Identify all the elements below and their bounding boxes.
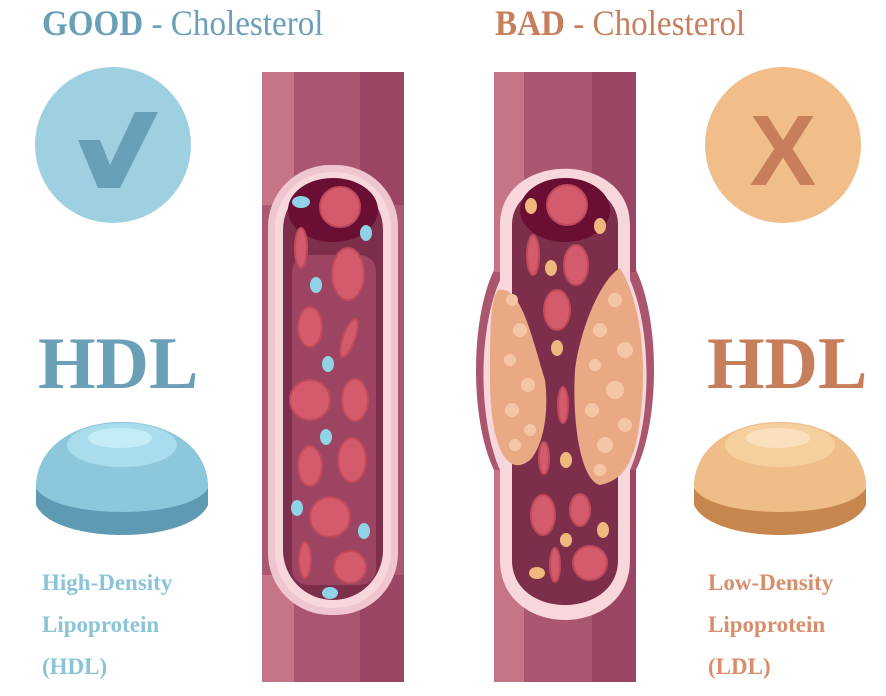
check-icon [78,112,158,188]
plaque-left [490,289,547,466]
desc-line: Lipoprotein [42,612,160,637]
desc-line: Lipoprotein [708,612,826,637]
bad-cholesterol-title: BAD - Cholesterol [495,2,745,44]
ldl-particle [694,422,866,535]
good-cholesterol-title: GOOD - Cholesterol [42,2,324,44]
desc-line: High-Density [42,570,173,595]
bad-label: BAD [495,3,565,43]
x-icon: X [750,95,817,207]
clogged-artery [476,72,654,682]
good-abbreviation: HDL [38,323,199,405]
ldl-description: Low-Density Lipoprotein (LDL) [708,562,833,688]
desc-line: Low-Density [708,570,834,595]
good-check-badge [35,67,191,223]
hdl-particle [36,422,208,535]
bad-title-rest: - Cholesterol [564,3,746,43]
bad-abbreviation: HDL [707,323,868,405]
bad-x-badge: X [705,67,861,223]
hdl-description: High-Density Lipoprotein (HDL) [42,562,172,688]
desc-line: (HDL) [42,654,108,679]
desc-line: (LDL) [708,654,771,679]
healthy-artery [262,72,404,682]
good-label: GOOD [42,3,144,43]
good-title-rest: - Cholesterol [143,3,324,43]
